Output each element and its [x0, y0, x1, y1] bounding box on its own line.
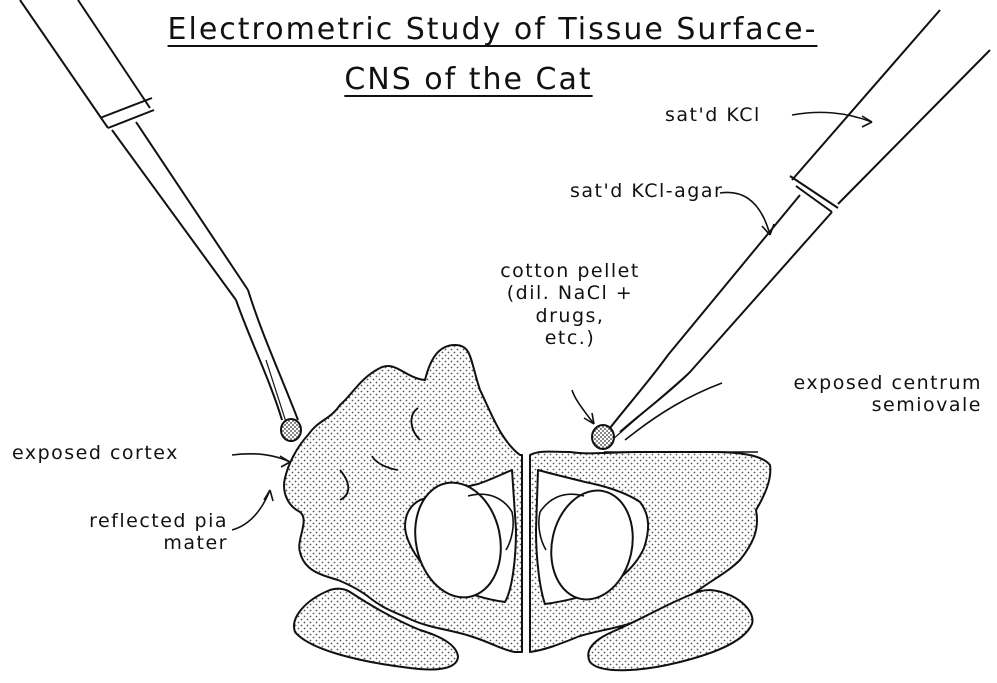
right-cotton-pellet — [592, 425, 614, 449]
label-cotton-pellet-line-3: drugs, — [470, 305, 670, 327]
label-cotton-pellet-line-2: (dil. NaCl + — [470, 282, 670, 304]
label-exposed-centrum-line-1: exposed centrum — [722, 372, 982, 394]
label-exposed-cortex: exposed cortex — [12, 442, 179, 464]
label-cotton-pellet: cotton pellet (dil. NaCl + drugs, etc.) — [470, 260, 670, 350]
label-exposed-centrum: exposed centrum semiovale — [722, 372, 982, 417]
figure-title-line-2: CNS of the Cat — [0, 62, 967, 97]
label-cotton-pellet-line-4: etc.) — [470, 327, 670, 349]
label-satd-kcl-agar: sat'd KCl-agar — [570, 180, 723, 202]
label-reflected-pia-line-1: reflected pia — [18, 510, 228, 532]
figure-title-line-1: Electrometric Study of Tissue Surface- — [0, 12, 991, 47]
label-reflected-pia: reflected pia mater — [18, 510, 228, 555]
label-cotton-pellet-line-1: cotton pellet — [470, 260, 670, 282]
label-exposed-centrum-line-2: semiovale — [722, 394, 982, 416]
label-satd-kcl: sat'd KCl — [665, 104, 761, 126]
label-reflected-pia-line-2: mater — [18, 532, 228, 554]
left-cotton-pellet — [281, 419, 301, 441]
